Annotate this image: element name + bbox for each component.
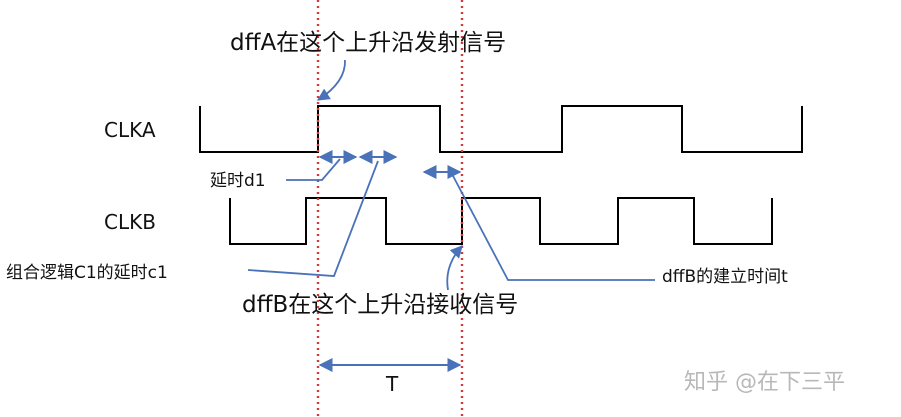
delay-d1-callout-line (286, 158, 341, 181)
clkb-waveform (229, 197, 773, 245)
setup-time-callout-line (451, 173, 655, 281)
dffb-callout-line (446, 245, 463, 291)
clka-waveform (199, 105, 803, 153)
dffa-send-label: dffA在这个上升沿发射信号 (230, 30, 506, 56)
dffa-callout-line (316, 59, 346, 101)
setup-time-label: dffB的建立时间t (662, 267, 788, 287)
clkb-label: CLKB (104, 210, 156, 234)
watermark: 知乎 @在下三平 (684, 370, 845, 395)
delay-d1-label: 延时d1 (210, 171, 266, 191)
comb-delay-label: 组合逻辑C1的延时c1 (6, 263, 168, 283)
clka-label: CLKA (104, 118, 156, 142)
comb-delay-callout-line (247, 160, 379, 277)
dffb-receive-label: dffB在这个上升沿接收信号 (242, 292, 518, 318)
period-label: T (385, 372, 399, 396)
